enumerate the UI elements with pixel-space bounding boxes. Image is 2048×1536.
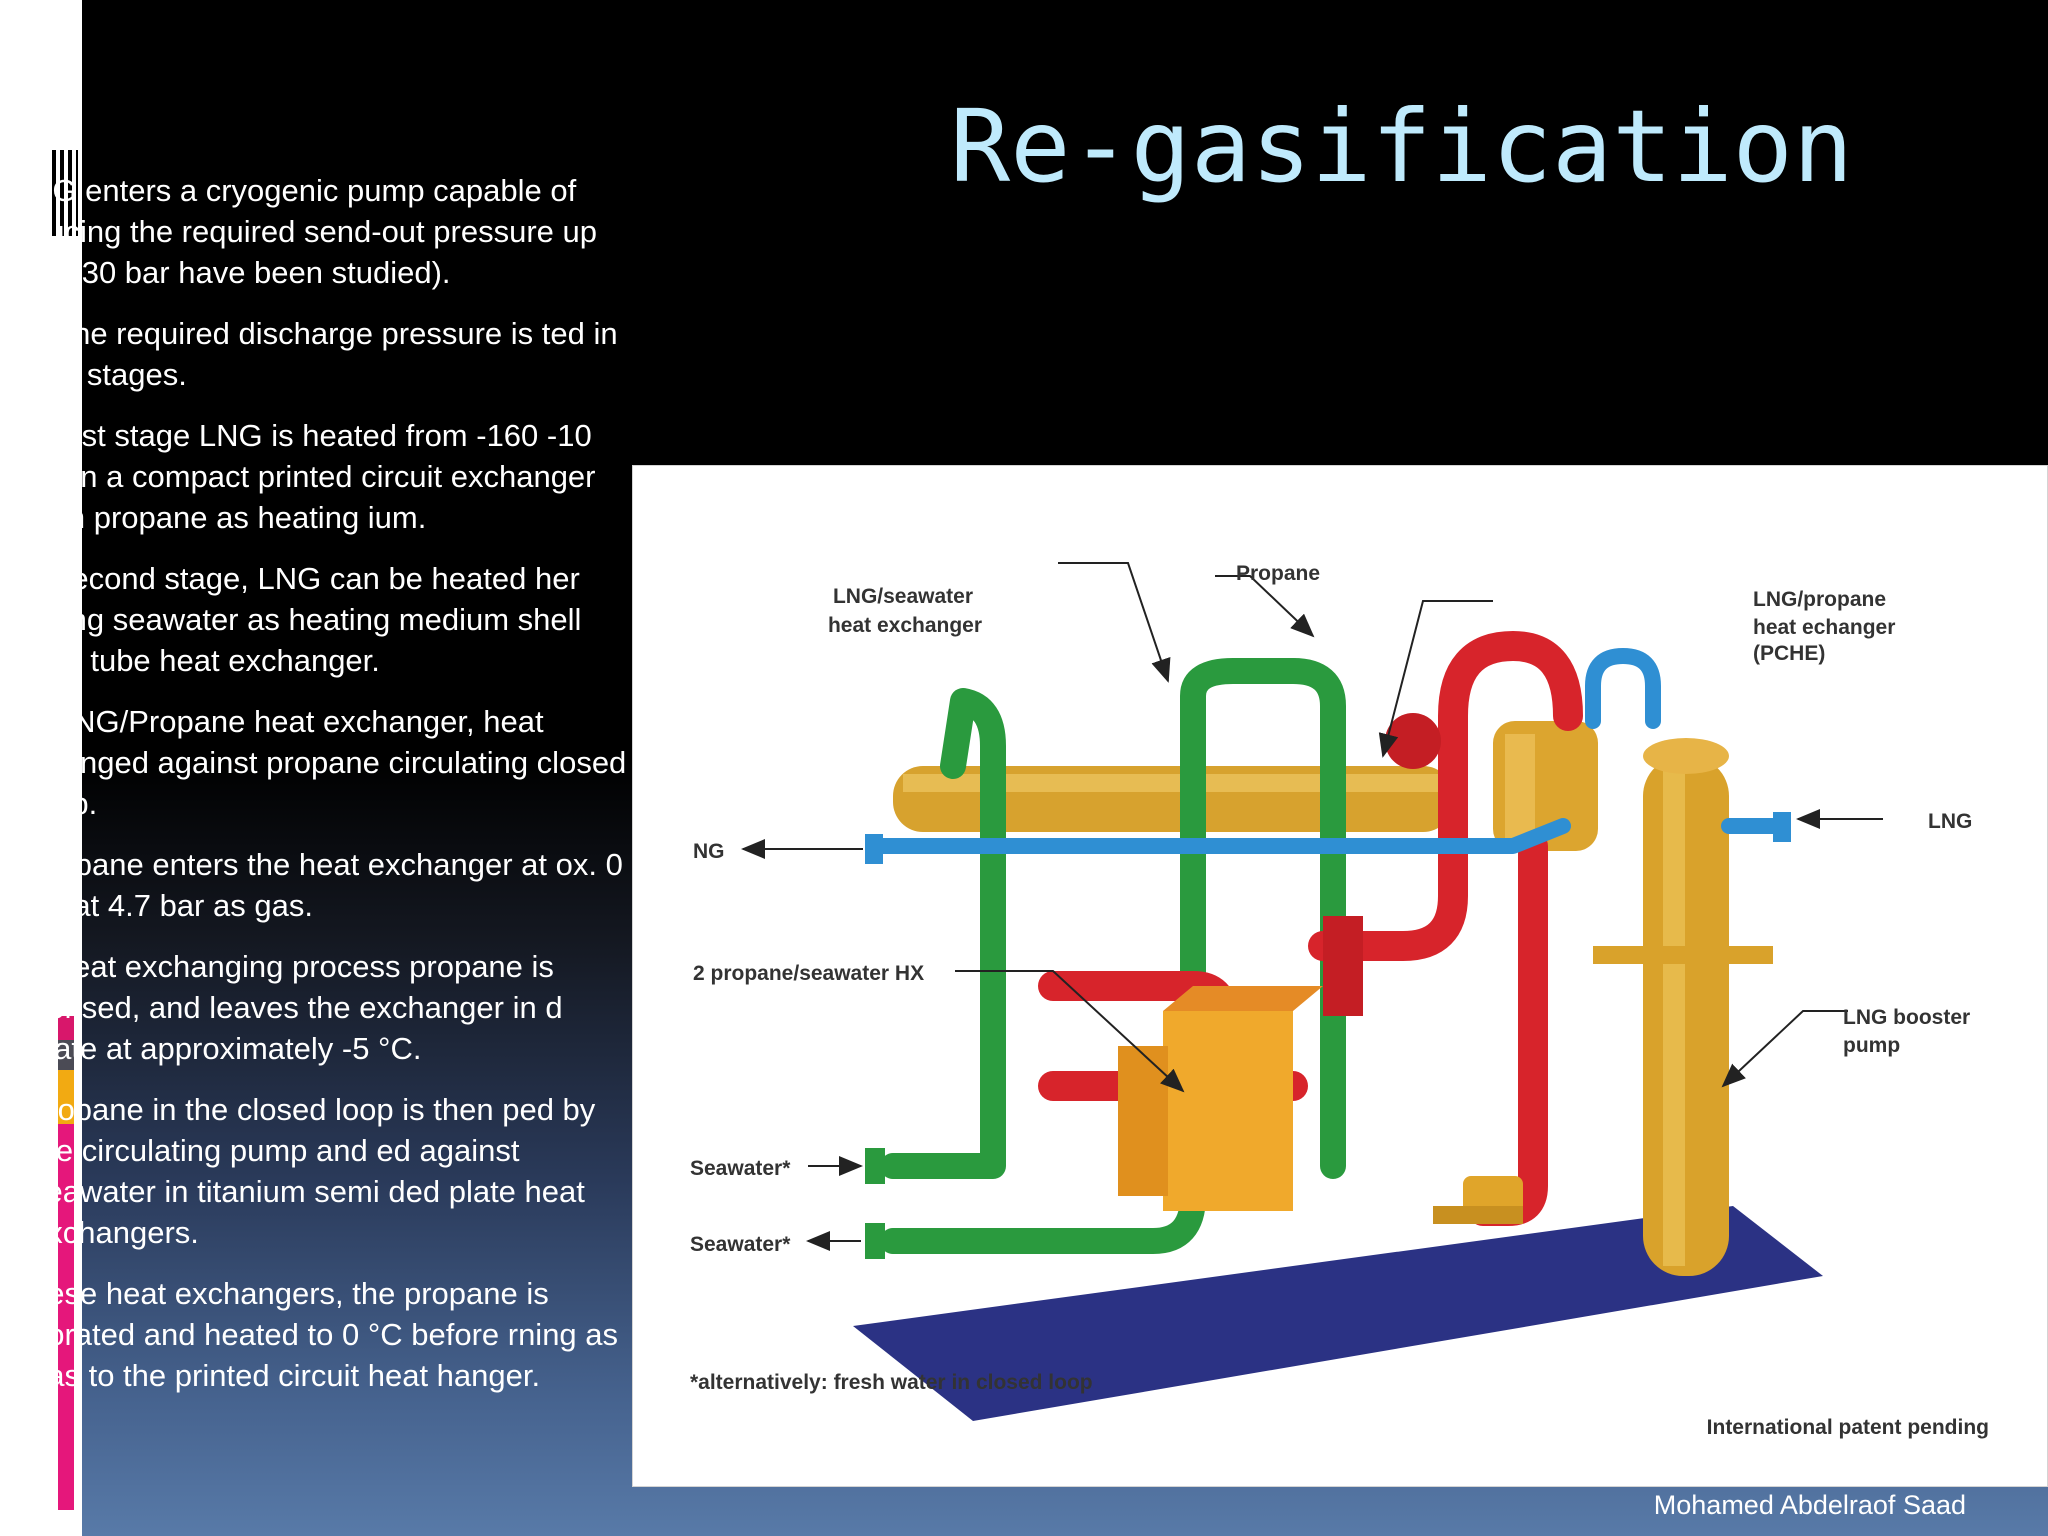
circulating-pump: [1433, 1176, 1523, 1224]
paragraph: propane enters the heat exchanger at ox.…: [30, 847, 623, 923]
leader-lines: [741, 562, 1883, 1251]
accent-bar-pink: [58, 1016, 74, 1040]
paragraph: e heat exchanging process propane is den…: [30, 949, 563, 1066]
lng-seawater-hx: [893, 766, 1453, 832]
patent-note: International patent pending: [1707, 1416, 1989, 1439]
label-lng-booster: pump: [1843, 1034, 1900, 1057]
label-seawater-in: Seawater*: [690, 1157, 791, 1180]
paragraph: at the required discharge pressure is te…: [30, 316, 618, 392]
lng-pipes: [875, 648, 1781, 854]
plate-hx: [1118, 986, 1323, 1211]
label-lng-propane-hx: heat echanger: [1753, 616, 1895, 639]
plant-illustration: Propane LNG/seawater heat exchanger LNG/…: [690, 562, 1989, 1439]
paragraph: NG enters a cryogenic pump capable of du…: [30, 173, 597, 290]
slide-title: Re-gasification: [950, 88, 1854, 205]
label-pche: (PCHE): [1753, 642, 1825, 665]
accent-bar-orange: [58, 1070, 74, 1124]
label-ng: NG: [693, 840, 725, 863]
label-lng-booster: LNG booster: [1843, 1006, 1970, 1029]
booster-pump-vessel: [1593, 738, 1773, 1276]
body-text: NG enters a cryogenic pump capable of du…: [30, 170, 630, 1416]
label-seawater-out: Seawater*: [690, 1233, 791, 1256]
label-lng-seawater-hx: heat exchanger: [828, 614, 982, 637]
pche-box: [1493, 721, 1598, 851]
accent-bar-gray: [58, 1040, 74, 1070]
base-platform: [853, 1206, 1823, 1421]
label-lng: LNG: [1928, 810, 1972, 833]
paragraph: e LNG/Propane heat exchanger, heat chang…: [30, 704, 627, 821]
diagram-footnote: *alternatively: fresh water in closed lo…: [690, 1371, 1093, 1394]
corner-bar-mark: [48, 150, 78, 236]
author-footer: Mohamed Abdelraof Saad: [1653, 1490, 1966, 1520]
label-lng-propane-hx: LNG/propane: [1753, 588, 1886, 611]
label-propane-seawater-hx: 2 propane/seawater HX: [693, 962, 924, 985]
regasification-diagram: Propane LNG/seawater heat exchanger LNG/…: [632, 465, 2048, 1487]
paragraph: e second stage, LNG can be heated her us…: [30, 561, 582, 678]
accent-bar-magenta: [58, 1124, 74, 1510]
paragraph: propane in the closed loop is then ped b…: [30, 1092, 596, 1250]
label-lng-seawater-hx: LNG/seawater: [833, 585, 973, 608]
paragraph: e first stage LNG is heated from -160 -1…: [30, 418, 596, 535]
label-propane: Propane: [1236, 562, 1320, 585]
paragraph: hese heat exchangers, the propane is por…: [30, 1276, 619, 1393]
